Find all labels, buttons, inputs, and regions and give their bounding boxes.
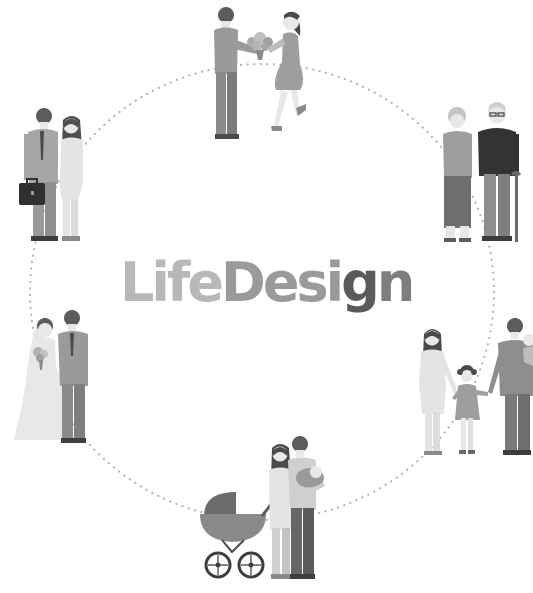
logo-segment: Desi — [221, 251, 344, 314]
logo-segment: g — [341, 251, 380, 314]
parents-with-baby-icon — [200, 436, 326, 579]
courtship-couple-icon — [214, 7, 306, 139]
elderly-couple-icon — [443, 102, 522, 242]
cycle-dotted-ring — [28, 62, 496, 522]
working-couple-icon — [19, 108, 83, 241]
logo-segment: n — [376, 251, 415, 314]
lifedesign-logo-text: LifeDesign — [120, 248, 420, 318]
logo-segment: Life — [120, 251, 224, 314]
family-with-child-icon — [419, 318, 533, 455]
wedding-couple-icon — [14, 310, 88, 443]
